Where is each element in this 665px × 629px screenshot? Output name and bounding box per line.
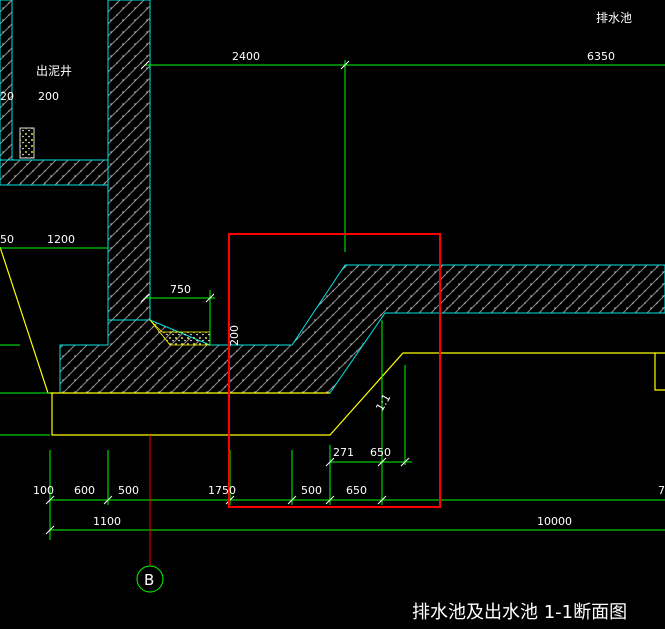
well-outline <box>0 0 109 345</box>
grid-axis-bubble <box>136 565 164 593</box>
dim-well-200: 200 <box>38 90 59 103</box>
dim-1200: 1200 <box>47 233 75 246</box>
concrete-section <box>0 0 665 394</box>
text-labels: 出泥井 排水池 2400 6350 20 200 50 1200 750 200… <box>0 11 665 623</box>
dim-left-partial: 20 <box>0 90 14 103</box>
well-left-wall <box>0 0 13 161</box>
dim-bottom-650: 650 <box>346 484 367 497</box>
dim-bottom-500a: 500 <box>118 484 139 497</box>
dimension-lines <box>0 60 665 540</box>
dim-1100: 1100 <box>93 515 121 528</box>
drawing-title: 排水池及出水池 1-1断面图 <box>412 602 627 623</box>
dim-bottom-500b: 500 <box>301 484 322 497</box>
drain-pool-label: 排水池 <box>596 11 632 25</box>
highlight-box[interactable] <box>228 233 441 508</box>
dim-bottom-600: 600 <box>74 484 95 497</box>
dim-bottom-1750: 1750 <box>208 484 236 497</box>
dim-bottom-right-partial: 7 <box>658 484 665 497</box>
well-top-slab <box>0 159 109 186</box>
dim-10000: 10000 <box>537 515 572 528</box>
dim-650-inner: 650 <box>370 446 391 459</box>
slope-label: 1:1 <box>373 392 393 414</box>
grid-axis-label: B <box>144 571 154 589</box>
well-right-wall <box>107 0 151 321</box>
dim-200-vertical: 200 <box>228 325 241 346</box>
pipe-rect <box>19 127 35 159</box>
outlet-well-label: 出泥井 <box>36 64 72 78</box>
dim-2400: 2400 <box>232 50 260 63</box>
dim-6350: 6350 <box>587 50 615 63</box>
dim-271: 271 <box>333 446 354 459</box>
dim-750: 750 <box>170 283 191 296</box>
dim-left-50: 50 <box>0 233 14 246</box>
dim-bottom-100: 100 <box>33 484 54 497</box>
bottom-slab <box>59 264 665 394</box>
